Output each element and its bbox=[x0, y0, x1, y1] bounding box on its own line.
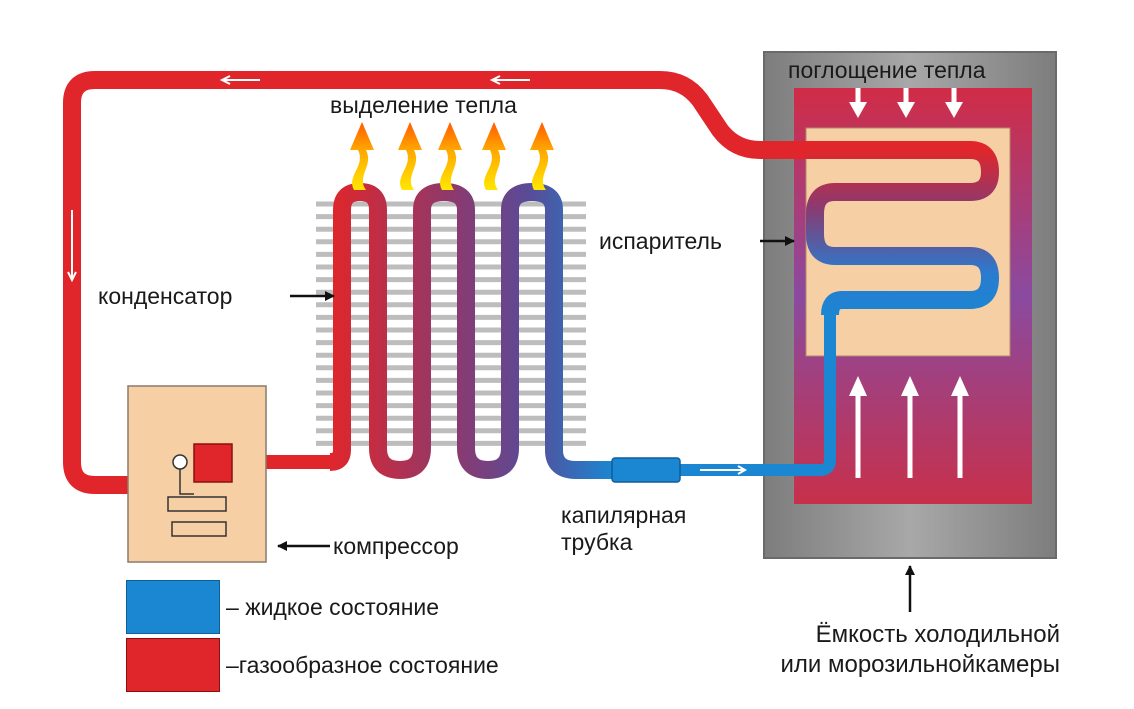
heat-absorption-label: поглощение тепла bbox=[788, 57, 986, 83]
heat-absorption-arrows bbox=[849, 88, 963, 118]
compressor-label: компрессор bbox=[333, 533, 459, 559]
air-arrow-3 bbox=[951, 376, 969, 478]
air-arrow-2 bbox=[901, 376, 919, 478]
absorb-arrow-3 bbox=[945, 88, 963, 118]
capillary-filter bbox=[611, 457, 681, 483]
heat-flame-arrow bbox=[350, 122, 374, 190]
evaporator-plate bbox=[805, 127, 1011, 357]
legend-swatch-liquid bbox=[126, 580, 220, 634]
legend-label-gas: –газообразное состояние bbox=[226, 652, 499, 678]
chamber-air-arrows bbox=[849, 376, 969, 478]
flow-arrows-top bbox=[67, 75, 530, 283]
heat-flame-arrow bbox=[398, 122, 422, 190]
capillary-tube-label-line1: капилярная bbox=[561, 502, 687, 528]
heat-flame-arrow bbox=[438, 122, 462, 190]
legend-swatch-gas bbox=[126, 638, 220, 692]
compressor-part-2 bbox=[171, 521, 227, 537]
heat-release-label: выделение тепла bbox=[330, 92, 517, 118]
pointer-arrows bbox=[277, 236, 915, 612]
capillary-tube-label-line2: трубка bbox=[561, 529, 633, 555]
heat-release-flames bbox=[350, 122, 554, 190]
evaporator-coil bbox=[806, 141, 999, 316]
chamber-label-line2: или морозильнойкамеры bbox=[780, 651, 1060, 678]
condenser-fins bbox=[316, 201, 586, 446]
flow-arrow-capillary bbox=[700, 465, 748, 475]
chamber-label: Ёмкость холодильной или морозильнойкамер… bbox=[718, 620, 1060, 680]
compressor-part-1 bbox=[167, 496, 227, 512]
air-arrow-1 bbox=[849, 376, 867, 478]
compressor bbox=[127, 385, 267, 563]
legend-label-liquid: – жидкое состояние bbox=[226, 594, 440, 620]
evaporator-label: испаритель bbox=[599, 228, 722, 254]
compressor-head bbox=[193, 443, 233, 483]
compressor-gauge bbox=[172, 454, 188, 470]
absorb-arrow-1 bbox=[849, 88, 867, 118]
condenser-label: конденсатор bbox=[98, 283, 233, 309]
absorb-arrow-2 bbox=[897, 88, 915, 118]
heat-flame-arrow bbox=[482, 122, 506, 190]
gas-return-pipe bbox=[63, 71, 806, 494]
capillary-tube-label: капилярная трубка bbox=[561, 502, 686, 556]
condenser-coil bbox=[329, 183, 612, 479]
capillary-tube bbox=[611, 305, 836, 483]
heat-flame-arrow bbox=[530, 122, 554, 190]
legend-text-liquid: жидкое состояние bbox=[245, 594, 440, 620]
chamber-label-line1: Ёмкость холодильной bbox=[815, 621, 1060, 648]
legend-text-gas: газообразное состояние bbox=[238, 652, 499, 678]
